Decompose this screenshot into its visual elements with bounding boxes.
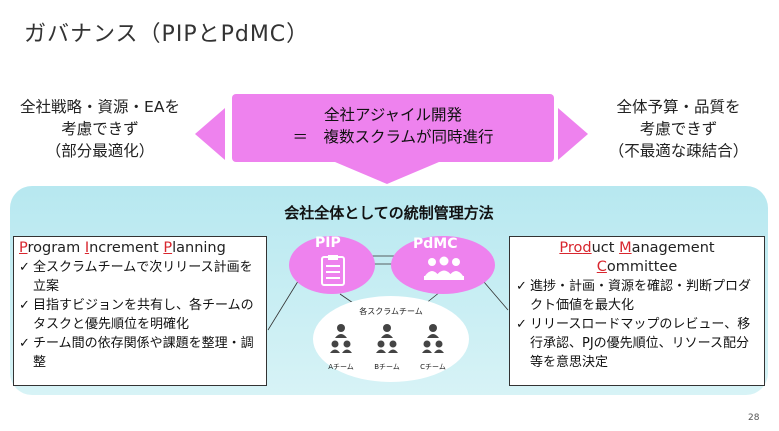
- meeting-icon: [424, 256, 464, 280]
- left-issue-line: （部分最適化）: [45, 142, 155, 160]
- left-arrow: [195, 108, 225, 160]
- pip-label: PIP: [315, 235, 341, 251]
- pip-box-title: Program Increment Planning: [19, 240, 226, 256]
- list-item: ✓全スクラムチームで次リリース計画を立案: [19, 260, 253, 294]
- left-issue-line: 考慮できず: [61, 120, 139, 138]
- pdmc-description-box: Product Management Committee ✓進捗・計画・資源を確…: [509, 236, 765, 386]
- right-issue-line: 全体予算・品質を: [616, 98, 741, 116]
- team-name: Aチーム: [328, 363, 354, 371]
- list-item: ✓進捗・計画・資源を確認・判断プロダクト価値を最大化: [516, 279, 752, 313]
- check-icon: ✓: [19, 336, 30, 351]
- left-issue-line: 全社戦略・資源・EAを: [20, 98, 180, 116]
- list-item: ✓目指すビジョンを共有し、各チームのタスクと優先順位を明確化: [19, 298, 254, 332]
- list-item: ✓チーム間の依存関係や課題を整理・調整: [19, 336, 254, 370]
- down-arrow: [335, 162, 439, 184]
- check-icon: ✓: [19, 260, 30, 275]
- check-icon: ✓: [516, 279, 527, 294]
- team-icons: [330, 324, 444, 353]
- right-issue-line: 考慮できず: [639, 120, 718, 138]
- left-issue-text: 全社戦略・資源・EAを 考慮できず （部分最適化）: [0, 96, 200, 162]
- team-name: Bチーム: [374, 363, 400, 371]
- pdmc-box-title: Product Management Committee: [559, 240, 715, 275]
- checklist-icon: [321, 255, 345, 286]
- check-icon: ✓: [19, 298, 30, 313]
- pdmc-label: PdMC: [413, 236, 458, 252]
- page-number: 28: [748, 413, 760, 423]
- check-icon: ✓: [516, 317, 527, 332]
- team-b-icon: [376, 324, 398, 353]
- pip-description-box: Program Increment Planning ✓全スクラムチームで次リリ…: [13, 236, 267, 386]
- team-name: Cチーム: [420, 363, 446, 371]
- list-item: ✓リリースロードマップのレビュー、移行承認、PJの優先順位、リソース配分等を意思…: [516, 317, 751, 370]
- right-issue-text: 全体予算・品質を 考慮できず （不最適な疎結合）: [578, 96, 779, 162]
- center-line-1: 全社アジャイル開発: [323, 106, 463, 124]
- right-arrow: [558, 108, 588, 160]
- scrum-teams-ellipse: [313, 296, 469, 382]
- center-banner: 全社アジャイル開発 ＝ 複数スクラムが同時進行: [232, 94, 554, 162]
- team-c-icon: [422, 324, 444, 353]
- governance-heading: 会社全体としての統制管理方法: [284, 204, 494, 222]
- slide-title: ガバナンス（PIPとPdMC）: [24, 22, 310, 47]
- center-line-2: ＝ 複数スクラムが同時進行: [292, 128, 494, 146]
- right-issue-line: （不最適な疎結合）: [608, 142, 749, 160]
- scrum-teams-label: 各スクラムチーム: [359, 307, 423, 316]
- team-a-icon: [330, 324, 352, 353]
